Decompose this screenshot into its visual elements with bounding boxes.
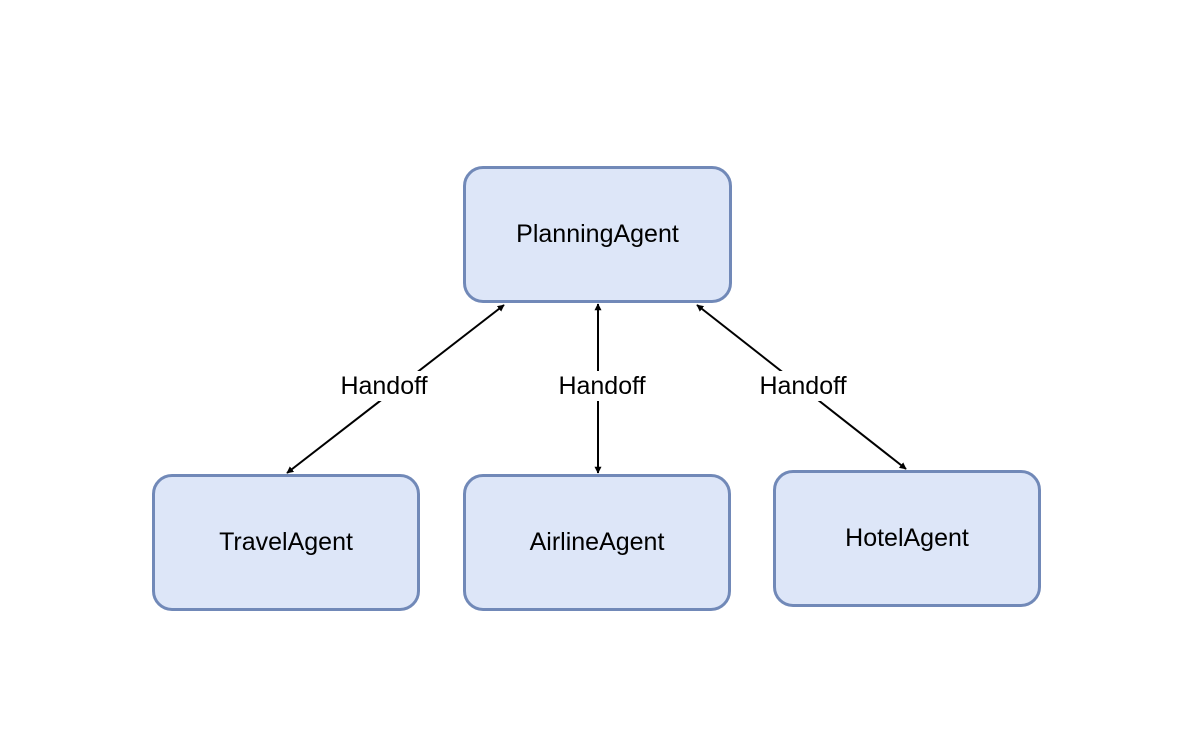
planning-agent-label: PlanningAgent [516, 220, 679, 248]
travel-agent-node: TravelAgent [152, 474, 420, 611]
handoff-label-airline: Handoff [555, 371, 649, 401]
handoff-label-travel: Handoff [337, 371, 431, 401]
airline-agent-node: AirlineAgent [463, 474, 731, 611]
airline-agent-label: AirlineAgent [529, 528, 665, 556]
hotel-agent-label: HotelAgent [845, 524, 969, 552]
handoff-label-hotel: Handoff [756, 371, 850, 401]
planning-agent-node: PlanningAgent [463, 166, 732, 303]
hotel-agent-node: HotelAgent [773, 470, 1041, 607]
travel-agent-label: TravelAgent [219, 528, 353, 556]
